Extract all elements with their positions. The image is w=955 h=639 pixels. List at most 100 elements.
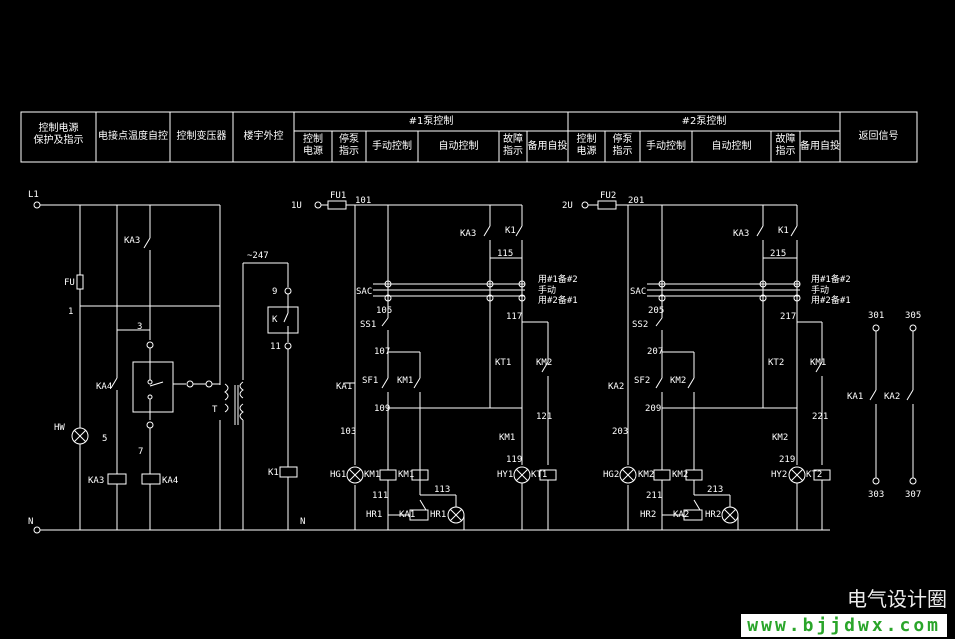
- label-man1: 手动: [538, 286, 557, 296]
- header-p2-ctrl-power: 控制 电源: [576, 134, 597, 157]
- label-K1-p1: K1: [505, 226, 516, 236]
- label-n107: 107: [374, 347, 391, 357]
- label-HG1: HG1: [330, 470, 347, 480]
- label-KA1: KA1: [336, 382, 353, 392]
- label-n305: 305: [905, 311, 922, 321]
- label-KM1-c: KM1: [364, 470, 381, 480]
- label-n215: 215: [770, 249, 787, 259]
- label-n211: 211: [646, 491, 663, 501]
- header-p1-standby: 备用自投: [527, 141, 568, 152]
- label-n1: 1: [68, 307, 74, 317]
- label-KA1-coil: KA1: [399, 510, 416, 520]
- label-n109: 109: [374, 404, 391, 414]
- header-p1-fault: 故障 指示: [503, 134, 523, 157]
- label-n207: 207: [647, 347, 664, 357]
- label-n219: 219: [779, 455, 796, 465]
- label-HG2: HG2: [603, 470, 620, 480]
- label-n103: 103: [340, 427, 357, 437]
- label-n111: 111: [372, 491, 389, 501]
- label-KA3-temp: KA3: [124, 236, 141, 246]
- label-K1-p2: K1: [778, 226, 789, 236]
- label-T: T: [212, 405, 218, 415]
- label-sel2: 用#1备#2: [811, 275, 851, 285]
- label-KT1: KT1: [495, 358, 512, 368]
- label-KA4-coil: KA4: [162, 476, 179, 486]
- label-KA1-return: KA1: [847, 392, 864, 402]
- label-sel1: 用#1备#2: [538, 275, 578, 285]
- label-KM1-b: KM1: [499, 433, 516, 443]
- label-SF1: SF1: [362, 376, 379, 386]
- label-SAC2: SAC: [630, 287, 647, 297]
- label-HR2: HR2: [640, 510, 657, 520]
- label-KM1: KM1: [397, 376, 414, 386]
- header-p2-fault: 故障 指示: [775, 134, 796, 157]
- header-p1-ctrl-power: 控制 电源: [303, 134, 323, 157]
- label-KT2: KT2: [768, 358, 785, 368]
- label-n217: 217: [780, 312, 797, 322]
- header-pump2: #2泵控制: [681, 116, 727, 127]
- label-L1: L1: [28, 190, 39, 200]
- header-remote: 楼宇外控: [243, 131, 284, 142]
- label-2U: 2U: [562, 201, 573, 211]
- header-p2-stop-ind: 停泵 指示: [612, 134, 633, 157]
- label-KT2-coil: KT2: [806, 470, 823, 480]
- label-n117: 117: [506, 312, 523, 322]
- label-n205: 205: [648, 306, 665, 316]
- label-N-pump1: N: [300, 517, 306, 527]
- label-SS1: SS1: [360, 320, 377, 330]
- label-n221: 221: [812, 412, 829, 422]
- label-K: K: [272, 315, 278, 325]
- label-KA3-p1: KA3: [460, 229, 477, 239]
- label-HR2-b: HR2: [705, 510, 722, 520]
- label-n303: 303: [868, 490, 885, 500]
- label-FU2: FU2: [600, 191, 617, 201]
- label-KM2-c: KM2: [638, 470, 655, 480]
- label-KM1-d: KM1: [398, 470, 415, 480]
- header-p2-standby: 备用自投: [800, 141, 840, 152]
- label-KA2-coil: KA2: [673, 510, 690, 520]
- label-KM2-p1: KM2: [536, 358, 553, 368]
- label-n119: 119: [506, 455, 523, 465]
- label-man2: 手动: [811, 286, 830, 296]
- label-n101: 101: [355, 196, 372, 206]
- header-temp-control: 电接点温度自控: [98, 131, 168, 142]
- label-KA3-coil: KA3: [88, 476, 105, 486]
- label-n11: 11: [270, 342, 281, 352]
- label-KM2-b: KM2: [772, 433, 789, 443]
- header-p1-auto: 自动控制: [438, 141, 479, 152]
- header-power-protection: 控制电源 保护及指示: [33, 123, 84, 146]
- label-KM1-p2: KM1: [810, 358, 827, 368]
- label-FU: FU: [64, 278, 75, 288]
- label-SF2: SF2: [634, 376, 651, 386]
- label-KA4: KA4: [96, 382, 113, 392]
- header-p1-manual: 手动控制: [372, 141, 412, 152]
- label-n201: 201: [628, 196, 645, 206]
- label-n115: 115: [497, 249, 514, 259]
- header-p2-manual: 手动控制: [646, 141, 686, 152]
- label-HY1: HY1: [497, 470, 514, 480]
- label-KA2: KA2: [608, 382, 625, 392]
- header-p2-auto: 自动控制: [711, 141, 752, 152]
- label-HW: HW: [54, 423, 65, 433]
- label-KA3-p2: KA3: [733, 229, 750, 239]
- label-N-left: N: [28, 517, 34, 527]
- label-n105: 105: [376, 306, 393, 316]
- label-KT1-coil: KT1: [531, 470, 548, 480]
- watermark: 电气设计圈 www.bjjdwx.com: [741, 583, 947, 637]
- label-247: ~247: [247, 251, 269, 261]
- label-n209: 209: [645, 404, 662, 414]
- label-n9: 9: [272, 287, 278, 297]
- label-n121: 121: [536, 412, 553, 422]
- label-SAC1: SAC: [356, 287, 373, 297]
- label-FU1: FU1: [330, 191, 347, 201]
- label-n7: 7: [138, 447, 144, 457]
- watermark-url: www.bjjdwx.com: [741, 614, 947, 637]
- label-KM2: KM2: [670, 376, 687, 386]
- label-n307: 307: [905, 490, 922, 500]
- label-n301: 301: [868, 311, 885, 321]
- label-n3: 3: [137, 322, 143, 332]
- header-return-signal: 返回信号: [858, 131, 899, 142]
- label-n113: 113: [434, 485, 451, 495]
- label-n203: 203: [612, 427, 629, 437]
- label-1U: 1U: [291, 201, 302, 211]
